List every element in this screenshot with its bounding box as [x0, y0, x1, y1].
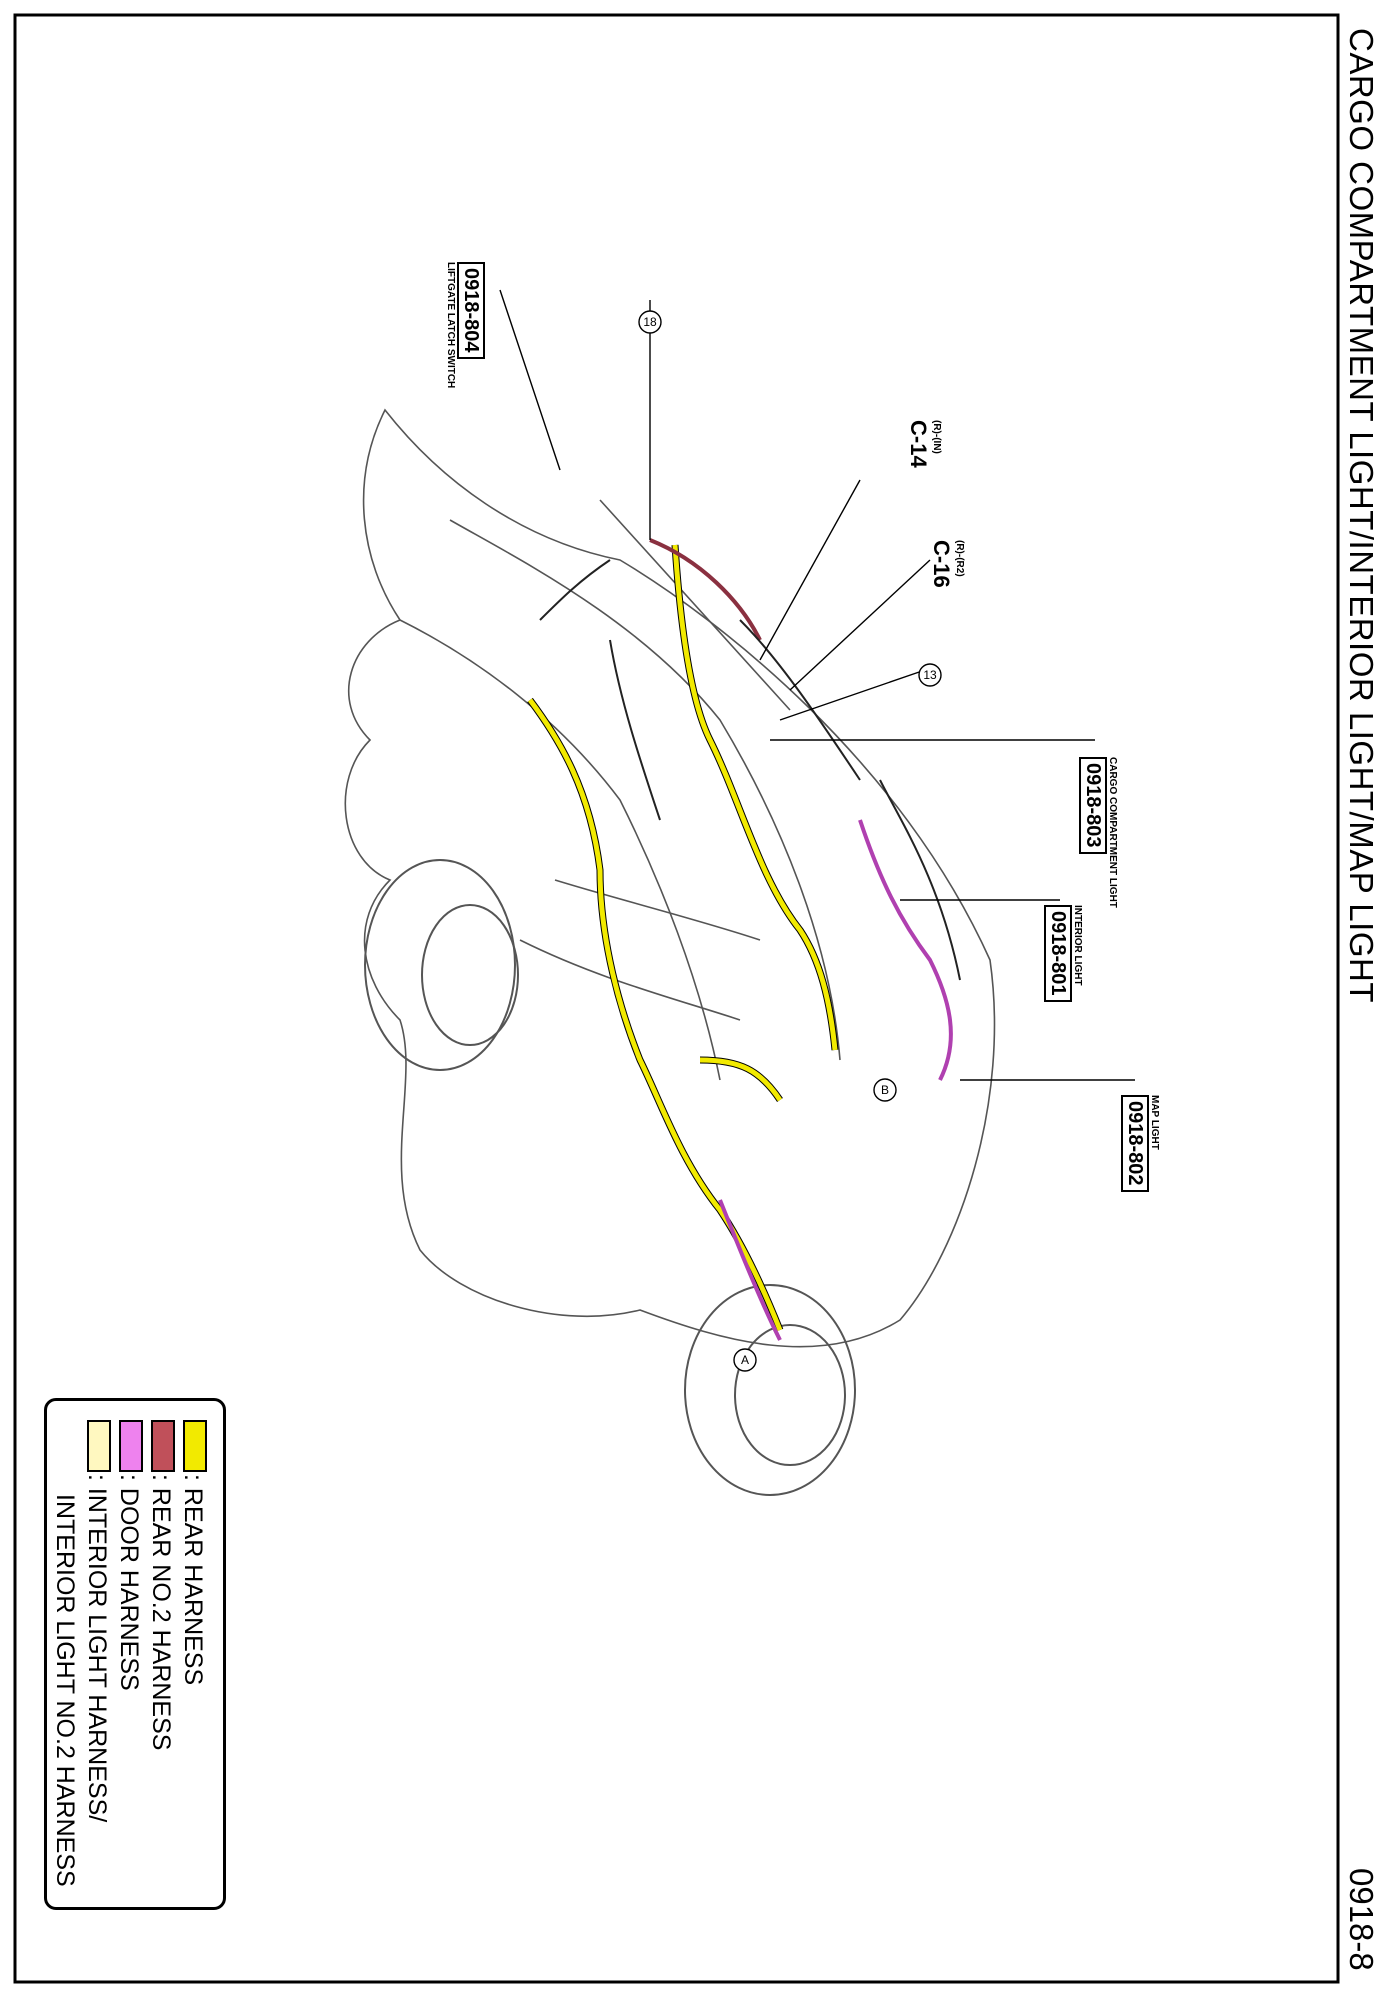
rear-no2-harness-lines	[649, 538, 762, 641]
connector-id: C-14	[906, 420, 931, 468]
marker-b: B	[881, 1083, 889, 1097]
legend-label-interior-light-harness: : INTERIOR LIGHT HARNESS/	[83, 1474, 111, 1823]
callout-caption: LIFTGATE LATCH SWITCH	[445, 262, 456, 389]
callout-liftgate-latch-switch: 0918-804 LIFTGATE LATCH SWITCH	[445, 262, 485, 389]
connector-spec: (R)-(R2)	[954, 540, 965, 577]
markers	[638, 310, 942, 1372]
callout-code: 0918-804	[457, 262, 485, 359]
legend-label-door-harness: : DOOR HARNESS	[115, 1474, 143, 1691]
marker-18: 18	[643, 315, 657, 329]
legend-label-rear-harness: : REAR HARNESS	[179, 1474, 207, 1686]
wheels	[364, 859, 856, 1496]
callout-map-light: MAP LIGHT 0918-802	[1121, 1095, 1160, 1192]
callout-code: 0918-801	[1044, 905, 1072, 1002]
harness-branch-wires	[539, 559, 961, 981]
rear-harness-fill	[527, 544, 838, 1331]
page-number: 0918-8	[1343, 1868, 1380, 1971]
legend-swatch-rear-harness	[183, 1420, 207, 1472]
legend-label-interior-light-no2-harness: INTERIOR LIGHT NO.2 HARNESS	[51, 1494, 79, 1887]
callout-caption: INTERIOR LIGHT	[1072, 905, 1083, 986]
callout-leader-lines	[499, 289, 1135, 1081]
callout-cargo-compartment-light: CARGO COMPARTMENT LIGHT 0918-803	[1079, 757, 1118, 908]
callout-interior-light: INTERIOR LIGHT 0918-801	[1044, 905, 1083, 1002]
callout-code: 0918-802	[1121, 1095, 1149, 1192]
page-title: CARGO COMPARTMENT LIGHT/INTERIOR LIGHT/M…	[1343, 28, 1380, 1003]
marker-13: 13	[923, 668, 937, 682]
legend-box	[44, 1398, 226, 1910]
legend-swatch-interior-light-harness	[87, 1420, 111, 1472]
marker-a: A	[741, 1353, 749, 1367]
callout-caption: MAP LIGHT	[1149, 1095, 1160, 1150]
callout-caption: CARGO COMPARTMENT LIGHT	[1107, 757, 1118, 908]
connector-id: C-16	[929, 540, 954, 588]
connector-spec: (R)-(IN)	[931, 420, 942, 454]
rear-harness-lines	[527, 544, 839, 1332]
legend-swatch-rear-no2-harness	[151, 1420, 175, 1472]
door-harness-lines	[718, 819, 953, 1341]
legend-swatch-door-harness	[119, 1420, 143, 1472]
connector-c14: (R)-(IN) C-14	[905, 420, 942, 468]
legend-label-rear-no2-harness: : REAR NO.2 HARNESS	[147, 1474, 175, 1751]
connector-c16: (R)-(R2) C-16	[928, 540, 965, 588]
callout-code: 0918-803	[1079, 757, 1107, 854]
vehicle-body-outline	[344, 408, 996, 1348]
